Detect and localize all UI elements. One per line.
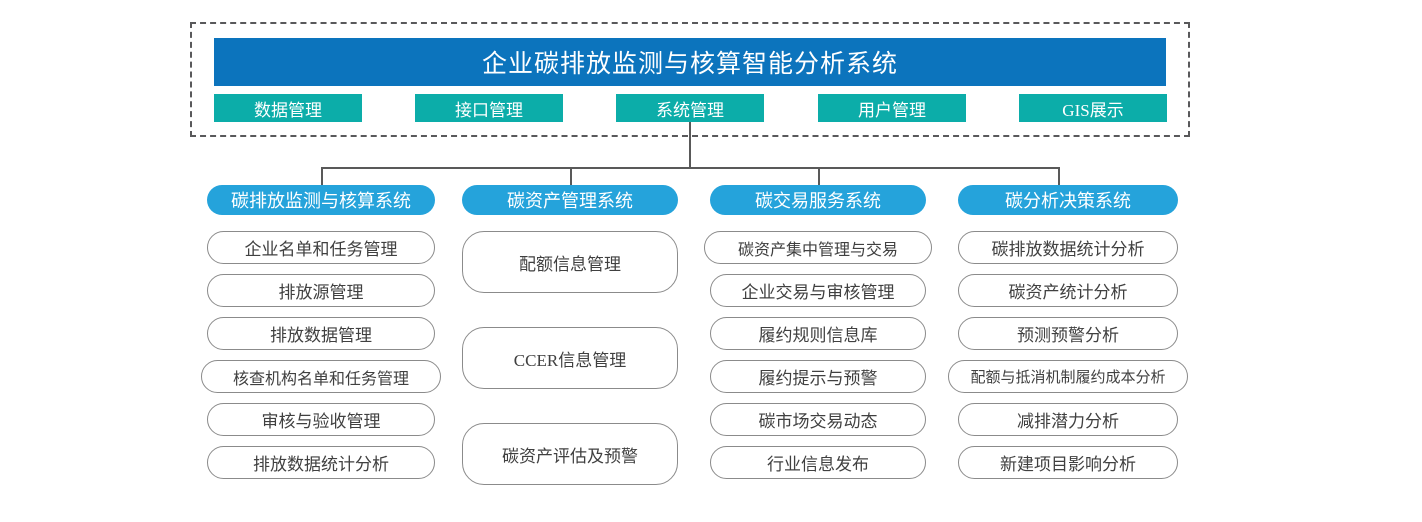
node-group: 排放源管理 xyxy=(207,274,435,307)
node-group: 企业名单和任务管理 xyxy=(207,231,435,264)
node-group: 履约提示与预警 xyxy=(710,360,926,393)
node-label: 履约规则信息库 xyxy=(758,326,878,345)
connector-drop-2 xyxy=(570,167,572,187)
nav-item-label: 用户管理 xyxy=(858,100,926,120)
nav-item-interface-management[interactable]: 接口管理 xyxy=(415,94,563,122)
node-item[interactable]: 企业名单和任务管理 xyxy=(207,231,435,264)
node-group: CCER信息管理 xyxy=(462,327,678,389)
node-label: 排放源管理 xyxy=(278,283,364,302)
node-label: 配额与抵消机制履约成本分析 xyxy=(970,370,1166,386)
node-label: 预测预警分析 xyxy=(1017,326,1119,345)
nav-item-label: 系统管理 xyxy=(656,100,724,120)
node-label: 碳排放数据统计分析 xyxy=(991,240,1145,259)
column-carbon-analysis: 碳分析决策系统 碳排放数据统计分析 碳资产统计分析 预测预警分析 配额与抵消机制… xyxy=(948,185,1188,479)
node-item[interactable]: CCER信息管理 xyxy=(462,327,678,389)
column-carbon-trading: 碳交易服务系统 碳资产集中管理与交易 企业交易与审核管理 履约规则信息库 履约提… xyxy=(704,185,932,479)
node-label: 行业信息发布 xyxy=(767,455,869,474)
node-group: 碳排放数据统计分析 xyxy=(958,231,1178,264)
column-header-label: 碳资产管理系统 xyxy=(507,191,633,211)
node-item[interactable]: 减排潜力分析 xyxy=(958,403,1178,436)
connector-drop-4 xyxy=(1058,167,1060,187)
nav-item-label: 接口管理 xyxy=(455,100,523,120)
node-label: 碳市场交易动态 xyxy=(758,412,878,431)
node-label: 新建项目影响分析 xyxy=(1000,455,1136,474)
node-group: 碳市场交易动态 xyxy=(710,403,926,436)
node-item[interactable]: 配额信息管理 xyxy=(462,231,678,293)
node-group: 碳资产评估及预警 xyxy=(462,423,678,485)
nav-item-gis-display[interactable]: GIS展示 xyxy=(1019,94,1167,122)
column-header[interactable]: 碳交易服务系统 xyxy=(710,185,926,215)
column-header-label: 碳交易服务系统 xyxy=(755,191,881,211)
node-label: 核查机构名单和任务管理 xyxy=(232,370,409,388)
node-label: CCER信息管理 xyxy=(513,350,627,370)
nav-item-user-management[interactable]: 用户管理 xyxy=(818,94,966,122)
node-label: 配额信息管理 xyxy=(519,254,621,274)
node-label: 企业交易与审核管理 xyxy=(741,283,895,302)
column-header[interactable]: 碳资产管理系统 xyxy=(462,185,678,215)
column-carbon-asset: 碳资产管理系统 配额信息管理 CCER信息管理 碳资产评估及预警 xyxy=(462,185,678,485)
node-item[interactable]: 履约规则信息库 xyxy=(710,317,926,350)
node-group: 核查机构名单和任务管理 xyxy=(201,360,441,393)
node-item[interactable]: 碳市场交易动态 xyxy=(710,403,926,436)
column-header[interactable]: 碳分析决策系统 xyxy=(958,185,1178,215)
node-label: 排放数据统计分析 xyxy=(253,455,389,474)
node-item[interactable]: 审核与验收管理 xyxy=(207,403,435,436)
node-item[interactable]: 碳资产评估及预警 xyxy=(462,423,678,485)
node-group: 减排潜力分析 xyxy=(958,403,1178,436)
node-item[interactable]: 配额与抵消机制履约成本分析 xyxy=(948,360,1188,393)
node-group: 审核与验收管理 xyxy=(207,403,435,436)
column-header-label: 碳分析决策系统 xyxy=(1005,191,1131,211)
node-group: 行业信息发布 xyxy=(710,446,926,479)
node-label: 碳资产统计分析 xyxy=(1008,283,1128,302)
nav-item-label: 数据管理 xyxy=(254,100,322,120)
node-group: 排放数据统计分析 xyxy=(207,446,435,479)
connector-drop-3 xyxy=(818,167,820,187)
node-group: 碳资产统计分析 xyxy=(958,274,1178,307)
connector-drop-1 xyxy=(321,167,323,187)
system-title-bar: 企业碳排放监测与核算智能分析系统 xyxy=(214,38,1166,86)
nav-row: 数据管理 接口管理 系统管理 用户管理 GIS展示 xyxy=(214,94,1167,122)
node-item[interactable]: 企业交易与审核管理 xyxy=(710,274,926,307)
node-group: 碳资产集中管理与交易 xyxy=(704,231,932,264)
node-item[interactable]: 碳排放数据统计分析 xyxy=(958,231,1178,264)
nav-item-system-management[interactable]: 系统管理 xyxy=(616,94,764,122)
node-item[interactable]: 碳资产集中管理与交易 xyxy=(704,231,932,264)
page-title: 企业碳排放监测与核算智能分析系统 xyxy=(481,51,898,78)
node-group: 新建项目影响分析 xyxy=(958,446,1178,479)
node-label: 排放数据管理 xyxy=(270,326,372,345)
node-item[interactable]: 排放数据统计分析 xyxy=(207,446,435,479)
node-label: 碳资产评估及预警 xyxy=(502,446,638,466)
node-item[interactable]: 新建项目影响分析 xyxy=(958,446,1178,479)
column-header-label: 碳排放监测与核算系统 xyxy=(231,191,411,211)
node-label: 碳资产集中管理与交易 xyxy=(737,241,898,259)
node-item[interactable]: 预测预警分析 xyxy=(958,317,1178,350)
node-item[interactable]: 排放数据管理 xyxy=(207,317,435,350)
node-group: 配额与抵消机制履约成本分析 xyxy=(948,360,1188,393)
node-group: 预测预警分析 xyxy=(958,317,1178,350)
node-item[interactable]: 核查机构名单和任务管理 xyxy=(201,360,441,393)
node-group: 履约规则信息库 xyxy=(710,317,926,350)
node-label: 企业名单和任务管理 xyxy=(244,240,398,259)
node-item[interactable]: 履约提示与预警 xyxy=(710,360,926,393)
node-label: 减排潜力分析 xyxy=(1017,412,1119,431)
node-group: 企业交易与审核管理 xyxy=(710,274,926,307)
node-group: 配额信息管理 xyxy=(462,231,678,293)
connector-trunk xyxy=(689,122,691,168)
node-item[interactable]: 碳资产统计分析 xyxy=(958,274,1178,307)
node-item[interactable]: 行业信息发布 xyxy=(710,446,926,479)
connector-bus xyxy=(321,167,1059,169)
column-carbon-monitoring: 碳排放监测与核算系统 企业名单和任务管理 排放源管理 排放数据管理 核查机构名单… xyxy=(201,185,441,479)
nav-item-label: GIS展示 xyxy=(1062,100,1124,120)
node-label: 审核与验收管理 xyxy=(261,412,381,431)
node-label: 履约提示与预警 xyxy=(758,369,878,388)
node-group: 排放数据管理 xyxy=(207,317,435,350)
column-header[interactable]: 碳排放监测与核算系统 xyxy=(207,185,435,215)
node-item[interactable]: 排放源管理 xyxy=(207,274,435,307)
nav-item-data-management[interactable]: 数据管理 xyxy=(214,94,362,122)
